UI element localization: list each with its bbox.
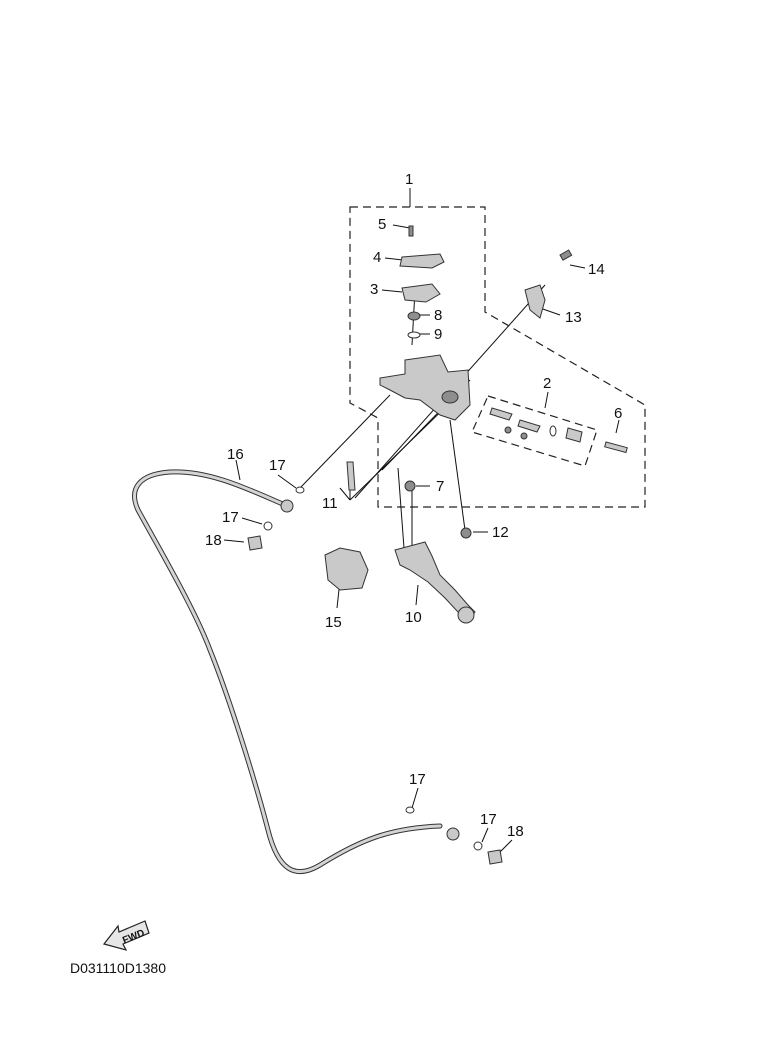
part-7-nut <box>404 480 416 492</box>
part-1-master-cylinder-body <box>379 354 471 421</box>
callout-16: 16 <box>227 446 244 463</box>
callout-9: 9 <box>434 326 442 343</box>
part-17-washers <box>263 486 483 851</box>
callout-3: 3 <box>370 281 378 298</box>
part-3-diaphragm-plate <box>401 283 441 303</box>
callout-18-a: 18 <box>205 532 222 549</box>
callout-10: 10 <box>405 609 422 626</box>
part-9-ring <box>407 331 421 339</box>
callout-14: 14 <box>588 261 605 278</box>
callout-8: 8 <box>434 307 442 324</box>
part-14-screw <box>559 249 573 261</box>
callout-1: 1 <box>405 171 413 188</box>
drawing-code: D031110D1380 <box>70 960 166 976</box>
callout-15: 15 <box>325 614 342 631</box>
callout-17-b: 17 <box>222 509 239 526</box>
part-15-bracket <box>324 547 369 591</box>
leader-lines <box>223 188 620 853</box>
part-16-clutch-hose <box>132 469 460 875</box>
callout-17-a: 17 <box>269 457 286 474</box>
part-11-bolt <box>346 461 356 491</box>
part-6-pivot-bolt <box>604 441 628 454</box>
callout-4: 4 <box>373 249 381 266</box>
callout-5: 5 <box>378 216 386 233</box>
callout-labels: 1 2 3 4 5 6 7 8 9 10 11 12 13 14 15 16 1… <box>205 171 622 840</box>
part-8-float <box>407 311 421 321</box>
assembly-boundary <box>349 206 646 508</box>
part-13-cover <box>524 284 546 319</box>
part-5-screw <box>408 225 414 237</box>
part-10-lever <box>394 541 476 624</box>
callout-18-b: 18 <box>507 823 524 840</box>
callout-2: 2 <box>543 375 551 392</box>
callout-12: 12 <box>492 524 509 541</box>
callout-17-c: 17 <box>409 771 426 788</box>
part-4-cap <box>399 253 445 269</box>
part-18-union-bolts <box>247 535 503 865</box>
part-2-piston-kit <box>489 407 583 443</box>
callout-13: 13 <box>565 309 582 326</box>
callout-11: 11 <box>322 495 338 512</box>
callout-7: 7 <box>436 478 444 495</box>
callout-17-d: 17 <box>480 811 497 828</box>
fwd-arrow-icon: FWD <box>102 920 150 951</box>
part-12-nut <box>460 527 472 539</box>
callout-6: 6 <box>614 405 622 422</box>
